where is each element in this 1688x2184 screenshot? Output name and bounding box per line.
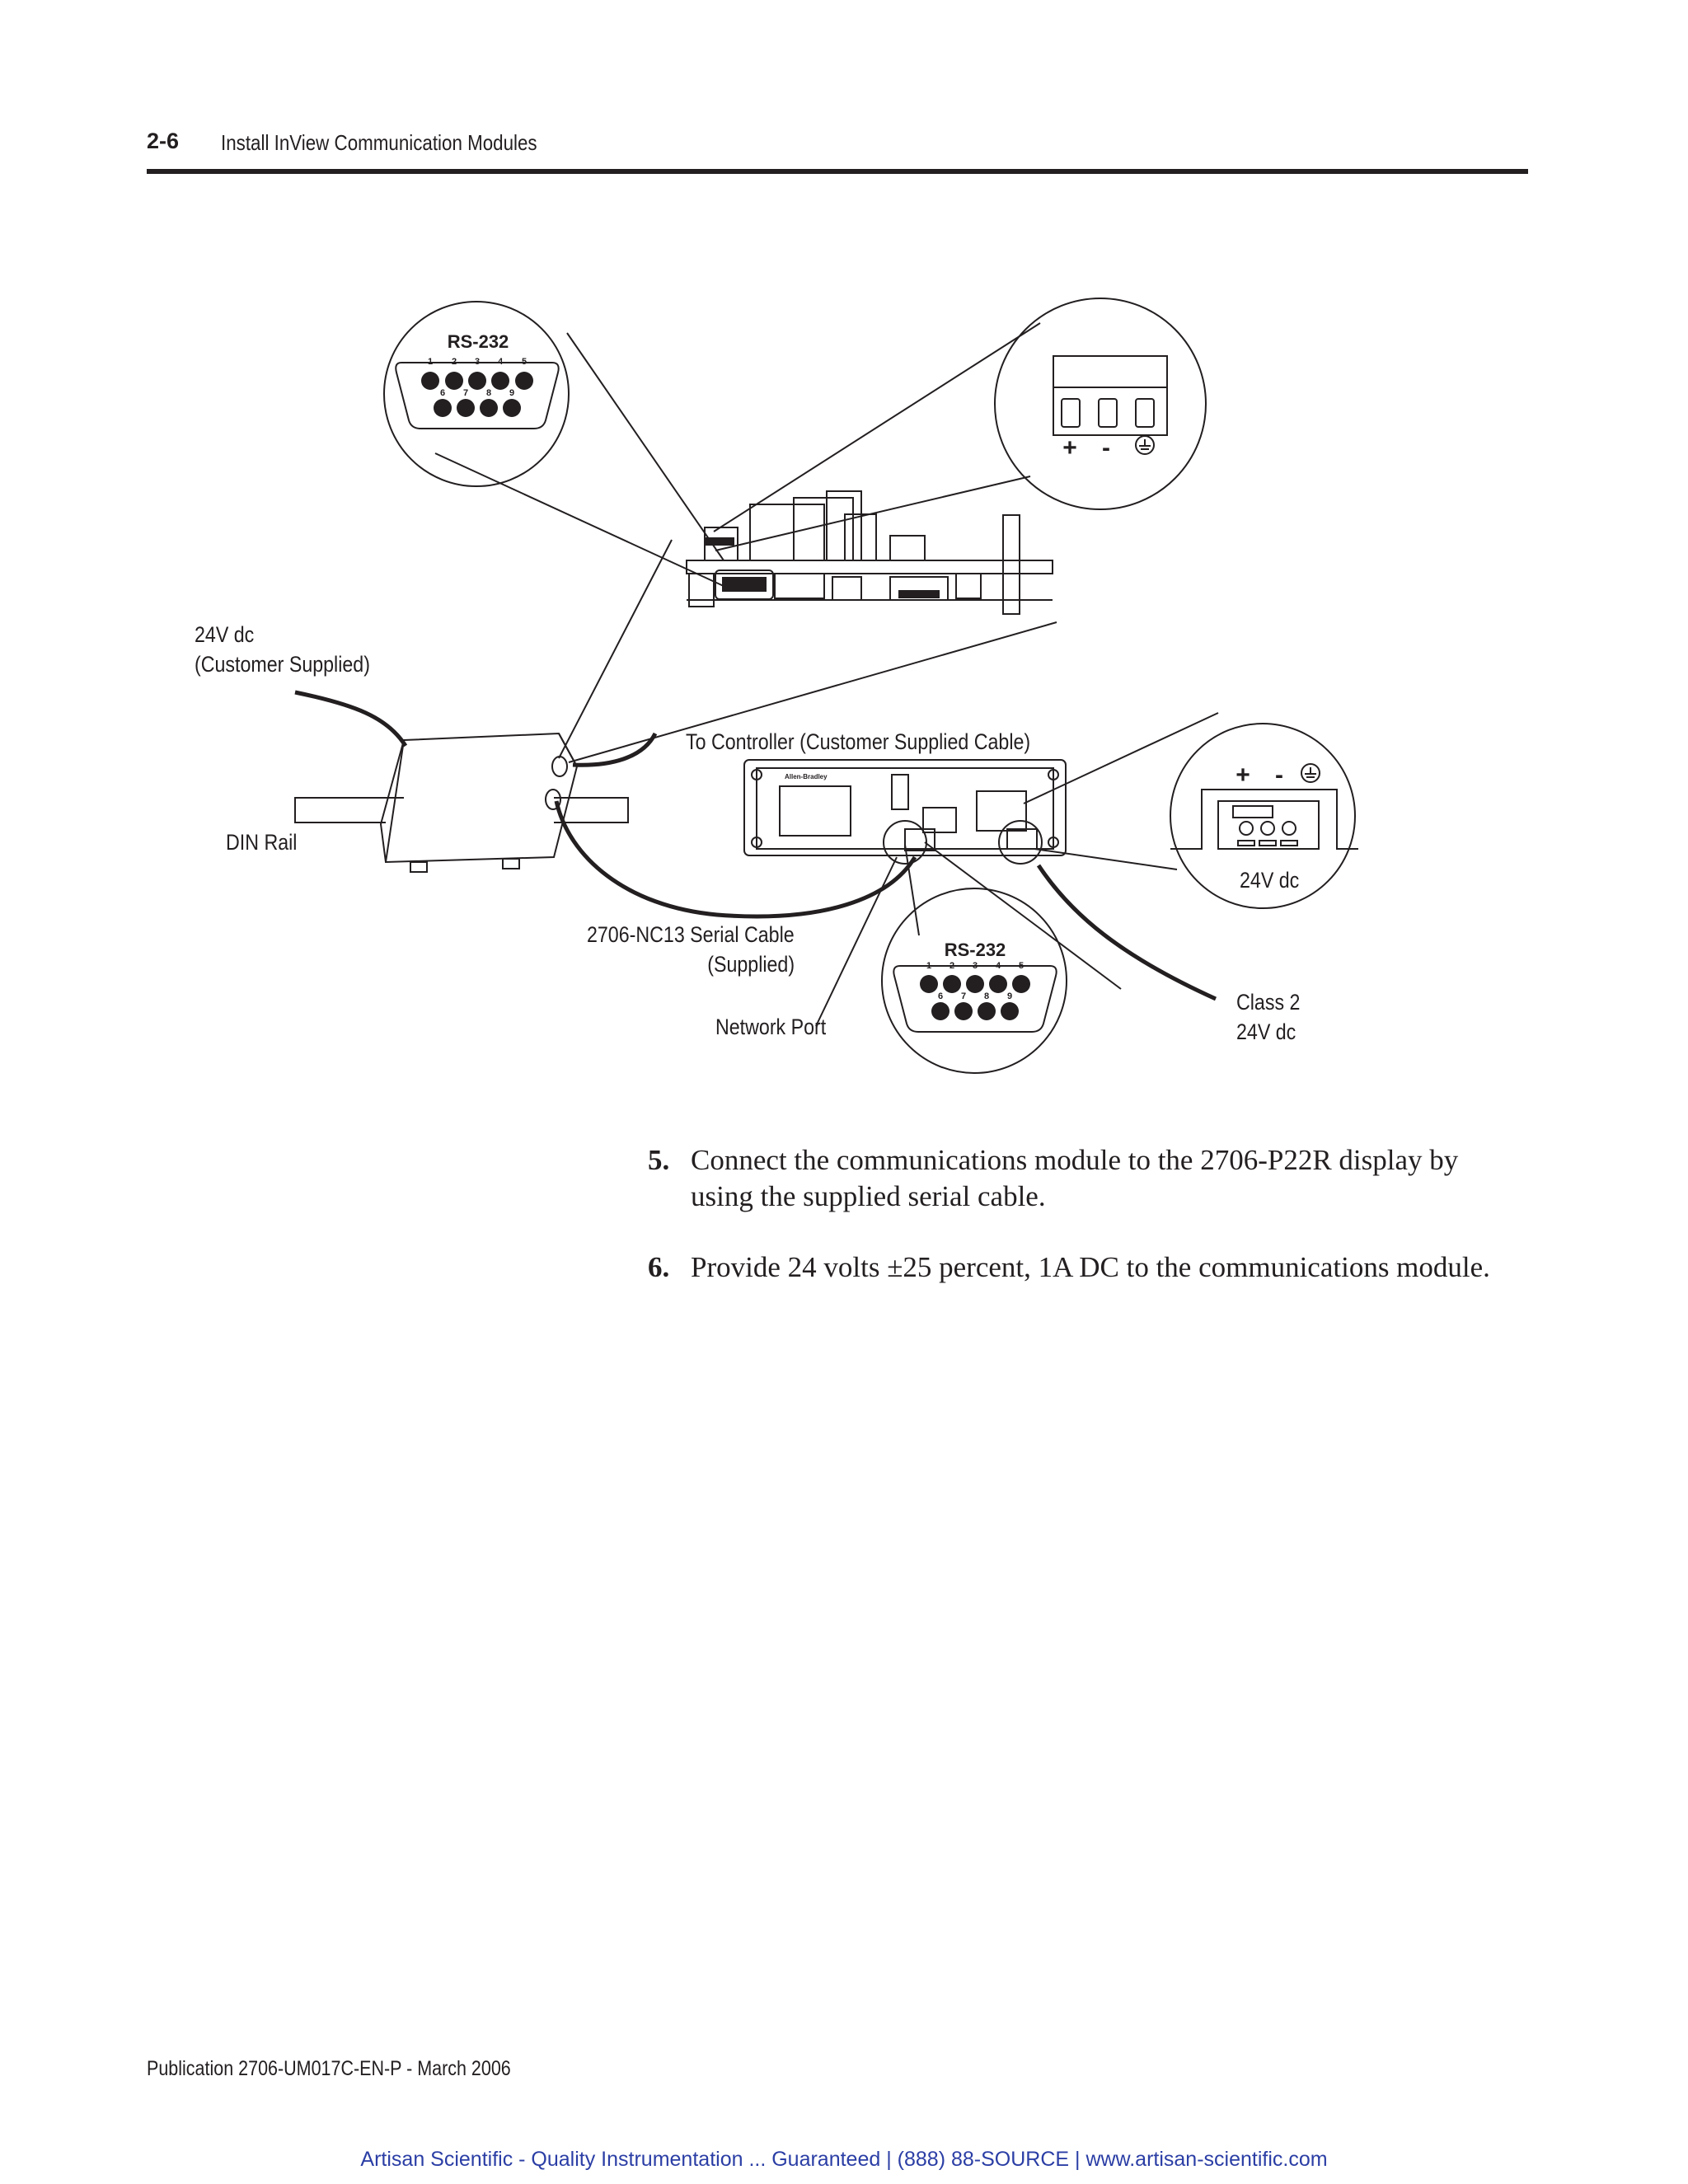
pin-label: 5: [522, 357, 527, 367]
controller-cable-label: To Controller (Customer Supplied Cable): [686, 729, 1031, 754]
db9-pins-icon: [920, 975, 1030, 1020]
leader-line: [1034, 848, 1178, 870]
interface-box: [379, 732, 579, 873]
rs232-callout-top: [383, 301, 570, 487]
leader-line: [815, 856, 898, 1027]
rs232-callout-bottom: [881, 888, 1067, 1074]
network-port-label: Network Port: [715, 1015, 827, 1039]
leader-line: [713, 322, 1041, 532]
step-5: 5. Connect the communications module to …: [648, 1142, 1522, 1215]
rs232-title-bottom: RS-232: [945, 940, 1006, 960]
pin-label: 2: [950, 961, 954, 971]
wiring-diagram: RS-232 1 2 3 4 5 6 7 8 9 RS-232 1 2 3 4 …: [294, 298, 1358, 1074]
din-rail: [294, 797, 629, 823]
step-text: Provide 24 volts ±25 percent, 1A DC to t…: [691, 1251, 1490, 1283]
rs232-title-top: RS-232: [448, 331, 509, 352]
terminal-block-icon: [1053, 355, 1168, 436]
ground-icon: [1135, 435, 1155, 455]
pin-label: 9: [509, 388, 514, 398]
class2-label: 24V dc: [1236, 1019, 1296, 1044]
pin-label: 7: [463, 388, 468, 398]
leader-line: [1023, 712, 1219, 804]
ground-icon: [1301, 763, 1320, 783]
terminal-minus-label: -: [1102, 434, 1110, 462]
network-port-icon: [904, 828, 935, 851]
power-label: 24V dc: [195, 622, 255, 647]
dc-connector-label: 24V dc: [1240, 868, 1300, 893]
leader-line: [558, 539, 673, 759]
publication-footer: Publication 2706-UM017C-EN-P - March 200…: [147, 2057, 511, 2080]
pin-label: 6: [938, 991, 943, 1001]
db9-connector-icon: [893, 965, 1057, 1033]
page-number: 2-6: [147, 129, 180, 153]
power-connector-icon: [1006, 828, 1038, 850]
brand-label: Allen-Bradley: [785, 773, 828, 780]
pin-label: 8: [486, 388, 491, 398]
terminal-plus-label: +: [1236, 762, 1250, 789]
class2-label: Class 2: [1236, 990, 1301, 1015]
serial-cable-label: (Supplied): [707, 952, 795, 977]
pin-label: 4: [996, 961, 1001, 971]
leader-line: [566, 332, 724, 561]
db9-connector-icon: [395, 362, 560, 429]
pin-label: 1: [926, 961, 931, 971]
leader-line: [434, 452, 726, 588]
leader-line: [904, 844, 920, 936]
communications-module-board: [686, 490, 1053, 615]
pin-label: 9: [1007, 991, 1012, 1001]
serial-cable: [554, 800, 917, 919]
pin-label: 1: [428, 357, 433, 367]
class2-power-cable: [1036, 864, 1217, 1001]
pin-label: 8: [984, 991, 989, 1001]
din-rail-label: DIN Rail: [226, 830, 298, 855]
header-rule: [147, 169, 1528, 174]
pin-label: 3: [475, 357, 480, 367]
controller-cable: [572, 732, 658, 767]
pin-label: 7: [961, 991, 966, 1001]
pin-label: 3: [973, 961, 978, 971]
pin-label: 5: [1019, 961, 1024, 971]
terminal-callout-right: [1170, 723, 1358, 909]
power-cable: [294, 690, 408, 748]
section-title: Install InView Communication Modules: [221, 130, 537, 155]
terminal-minus-label: -: [1275, 762, 1283, 789]
step-number: 5.: [648, 1144, 670, 1176]
step-text: Connect the communications module to the…: [691, 1144, 1459, 1212]
terminal-callout-top: [994, 298, 1207, 510]
serial-cable-label: 2706-NC13 Serial Cable: [587, 922, 795, 947]
advert-footer: Artisan Scientific - Quality Instrumenta…: [360, 2148, 1328, 2171]
step-number: 6.: [648, 1251, 670, 1283]
power-label: (Customer Supplied): [195, 652, 370, 677]
pin-label: 4: [498, 357, 504, 367]
display-unit: [743, 759, 1067, 865]
step-6: 6. Provide 24 volts ±25 percent, 1A DC t…: [648, 1249, 1522, 1286]
db9-pins-icon: [421, 372, 533, 417]
pin-label: 2: [452, 357, 457, 367]
leader-line: [924, 841, 1122, 990]
terminal-plus-label: +: [1062, 434, 1077, 462]
pin-label: 6: [440, 388, 445, 398]
